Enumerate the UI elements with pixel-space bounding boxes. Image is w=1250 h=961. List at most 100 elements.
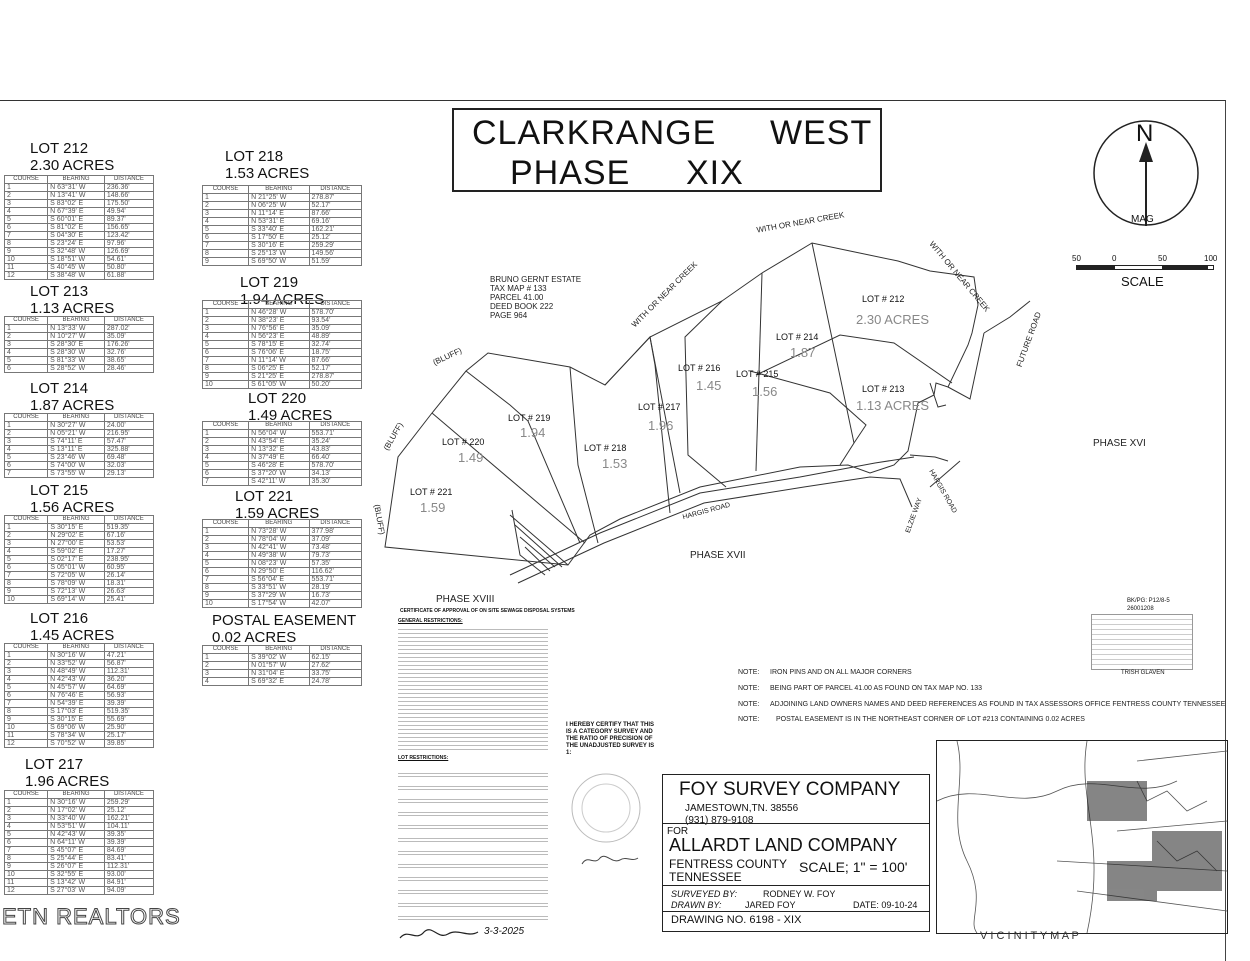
table-cell: 25.12' [103,806,155,815]
surveyor-seal-icon [571,773,641,843]
map-lot-label: LOT # 212 [862,294,905,304]
title-box: CLARKRANGE WEST PHASE XIX [452,108,882,192]
table-cell: 5 [201,340,250,349]
table-cell: S 13°42' W [47,878,105,887]
bruno-label-1: TAX MAP # 133 [490,284,547,293]
table-cell: N 01°57' W [248,661,310,670]
table-cell: 156.65' [103,223,155,232]
table-header: COURSE [201,300,250,309]
note-text: BEING PART OF PARCEL 41.00 AS FOUND ON T… [770,685,983,692]
plat-map [384,242,1031,584]
lot-acres: 1.96 ACRES [25,773,110,790]
table-cell: N 30°16' W [47,798,105,807]
table-cell: 25.90' [103,723,155,732]
table-cell: N 54°39' E [47,699,105,708]
table-cell: S 25°13' W [248,249,310,258]
table-cell: N 64°11' W [47,838,105,847]
bruno-label-3: DEED BOOK 222 [490,302,554,311]
table-cell: 278.87' [308,193,363,202]
table-cell: S 70°52' W [47,739,105,748]
table-cell: 26.14' [103,571,155,580]
table-cell: S 72°13' W [47,587,105,596]
table-cell: 9 [3,587,49,596]
lot-name: LOT 216 [30,610,89,627]
table-header: BEARING [248,300,310,309]
table-cell: 4 [201,217,250,226]
table-cell: 28.46' [103,364,155,373]
note-text: IRON PINS AND ON ALL MAJOR CORNERS [770,669,912,676]
surveyor-signature-icon [581,855,639,865]
table-cell: 27.62' [308,661,363,670]
table-cell: S 37°29' W [248,591,310,600]
table-cell: 57.47' [103,437,155,446]
table-cell: N 31°04' E [248,669,310,678]
table-cell: 69.16' [308,217,363,226]
table-cell: 6 [201,233,250,242]
table-cell: S 28°30' E [47,340,105,349]
lot-name: LOT 214 [30,380,89,397]
foy-surveyed-label: SURVEYED BY: [671,889,738,899]
table-cell: N 21°25' W [248,193,310,202]
table-cell: 1 [201,429,250,438]
table-cell: 4 [3,348,49,357]
table-cell: S 04°30' E [47,231,105,240]
table-cell: 4 [3,207,49,216]
map-lot-label: LOT # 215 [736,369,779,379]
table-cell: 5 [3,683,49,692]
table-cell: 3 [201,445,250,454]
table-cell: 12 [3,271,49,280]
foy-company: FOY SURVEY COMPANY [679,779,901,800]
table-cell: 10 [201,599,250,608]
foy-for: FOR [667,826,689,837]
lot-acres: 1.13 ACRES [30,300,115,317]
table-cell: S 76°06' E [248,348,310,357]
table-cell: 238.95' [103,555,155,564]
table-cell: N 11°14' W [248,356,310,365]
table-cell: 104.11' [103,822,155,831]
table-cell: N 73°28' W [248,527,310,536]
table-cell: 55.69' [103,715,155,724]
table-cell: N 63°31' W [47,183,105,192]
map-lot-label: LOT # 213 [862,384,905,394]
table-cell: 93.00' [103,870,155,879]
table-cell: N 42°43' W [47,830,105,839]
lot-name: LOT 219 [240,274,299,291]
table-cell: N 49°38' W [248,551,310,560]
table-cell: N 37°49' E [248,453,310,462]
table-cell: 9 [3,862,49,871]
table-cell: N 33°40' W [47,814,105,823]
table-cell: N 06°25' W [248,201,310,210]
table-cell: 33.75' [308,669,363,678]
table-cell: S 17°50' E [248,233,310,242]
map-lot-acres: 1.49 [458,450,484,465]
title-phase: PHASE [510,154,631,192]
table-cell: 16.73' [308,591,363,600]
table-cell: 52.17' [308,364,363,373]
lot-name: LOT 221 [235,488,294,505]
table-cell: 97.96' [103,239,155,248]
